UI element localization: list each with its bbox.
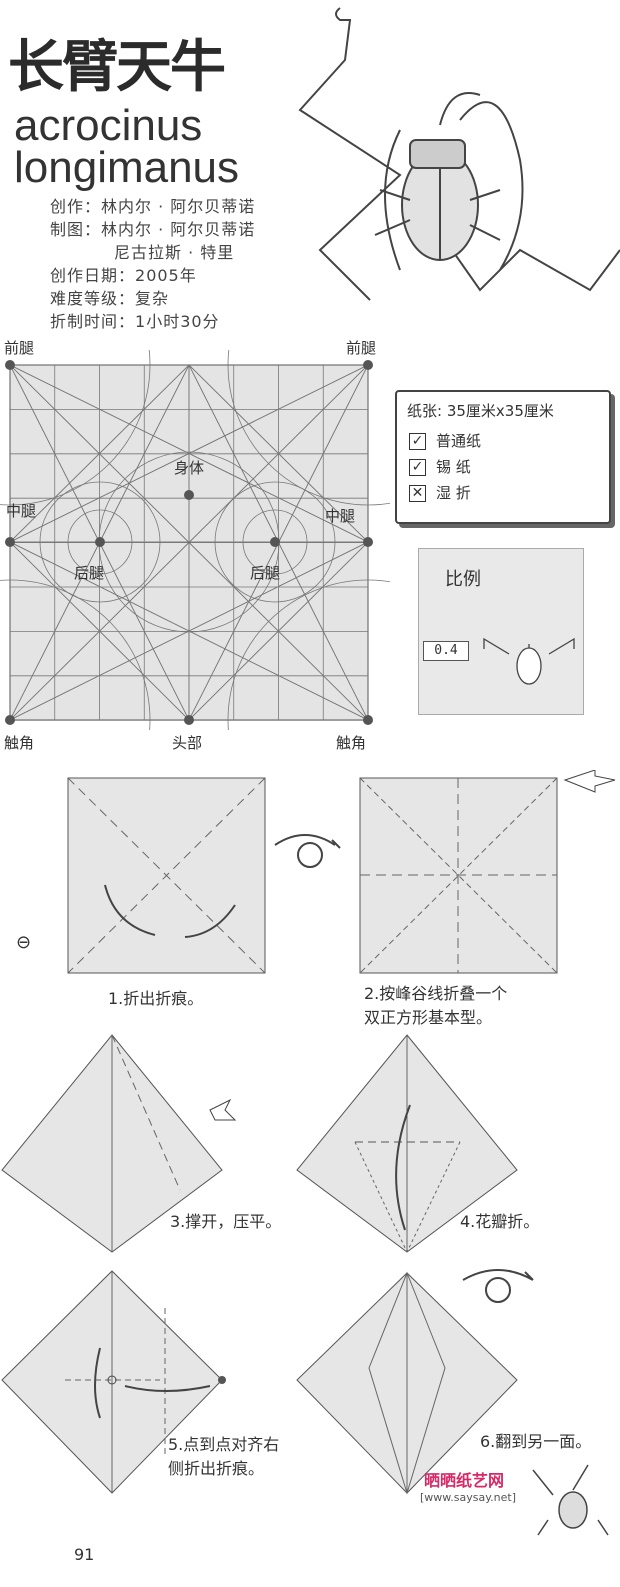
- watermark-site: 晒晒纸艺网: [424, 1467, 504, 1491]
- scale-panel: 比例 0.4: [418, 548, 584, 715]
- label-mid-leg-left: 中腿: [6, 500, 36, 521]
- label-body: 身体: [174, 457, 204, 478]
- meta-row-date: 创作日期：2005年: [50, 264, 255, 287]
- label-front-leg-right: 前腿: [346, 337, 376, 358]
- cross-icon: ✕: [409, 485, 426, 502]
- label-antenna-left: 触角: [4, 732, 34, 753]
- step-2-caption: 2.按峰谷线折叠一个双正方形基本型。: [364, 982, 507, 1030]
- check-icon: ✓: [409, 433, 426, 450]
- step-6-diagram: [295, 1268, 550, 1498]
- step-2-diagram: [265, 770, 620, 980]
- label-mid-leg-right: 中腿: [325, 505, 355, 526]
- label-hind-leg-left: 后腿: [74, 562, 104, 583]
- beetle-watermark-icon: [528, 1460, 618, 1540]
- page-title-cn: 长臂天牛: [8, 22, 224, 103]
- step-3-caption: 3.撑开，压平。: [170, 1210, 281, 1234]
- step-4-caption: 4.花瓣折。: [460, 1210, 539, 1234]
- beetle-scale-icon: [479, 634, 579, 694]
- label-antenna-right: 触角: [336, 732, 366, 753]
- step-1-diagram: [60, 775, 280, 980]
- label-head: 头部: [172, 732, 202, 753]
- legend-item-foil: ✓锡 纸: [409, 456, 471, 477]
- step-6-caption: 6.翻到另一面。: [480, 1430, 591, 1454]
- meta-row-difficulty: 难度等级：复杂: [50, 287, 255, 310]
- crease-pattern: [0, 350, 390, 730]
- watermark-url: [www.saysay.net]: [420, 1491, 516, 1504]
- legend-item-plain-paper: ✓普通纸: [409, 430, 481, 451]
- paper-legend: 纸张: 35厘米x35厘米 ✓普通纸 ✓锡 纸 ✕湿 折: [395, 390, 611, 524]
- step-5-caption: 5.点到点对齐右侧折出折痕。: [168, 1433, 279, 1481]
- legend-item-wet-fold: ✕湿 折: [409, 482, 471, 503]
- legend-title: 纸张: 35厘米x35厘米: [407, 400, 554, 421]
- meta-row-time: 折制时间：1小时30分: [50, 310, 255, 333]
- page-number: 91: [74, 1545, 94, 1564]
- check-icon: ✓: [409, 459, 426, 476]
- scale-value: 0.4: [423, 641, 469, 661]
- meta-row-creator: 创作：林内尔 · 阿尔贝蒂诺: [50, 195, 255, 218]
- beetle-illustration: [290, 0, 620, 320]
- scientific-name-line2: longimanus: [14, 146, 239, 190]
- meta-row-diagram-2: 尼古拉斯 · 特里: [50, 241, 255, 264]
- meta-block: 创作：林内尔 · 阿尔贝蒂诺 制图：林内尔 · 阿尔贝蒂诺 尼古拉斯 · 特里 …: [50, 195, 255, 333]
- scientific-name-line1: acrocinus: [14, 104, 202, 148]
- step-1-caption: 1.折出折痕。: [108, 987, 203, 1011]
- label-front-leg-left: 前腿: [4, 337, 34, 358]
- meta-row-diagram: 制图：林内尔 · 阿尔贝蒂诺: [50, 218, 255, 241]
- label-hind-leg-right: 后腿: [250, 562, 280, 583]
- rotation-symbol-icon: ⊖: [16, 932, 31, 953]
- scale-title: 比例: [445, 565, 481, 591]
